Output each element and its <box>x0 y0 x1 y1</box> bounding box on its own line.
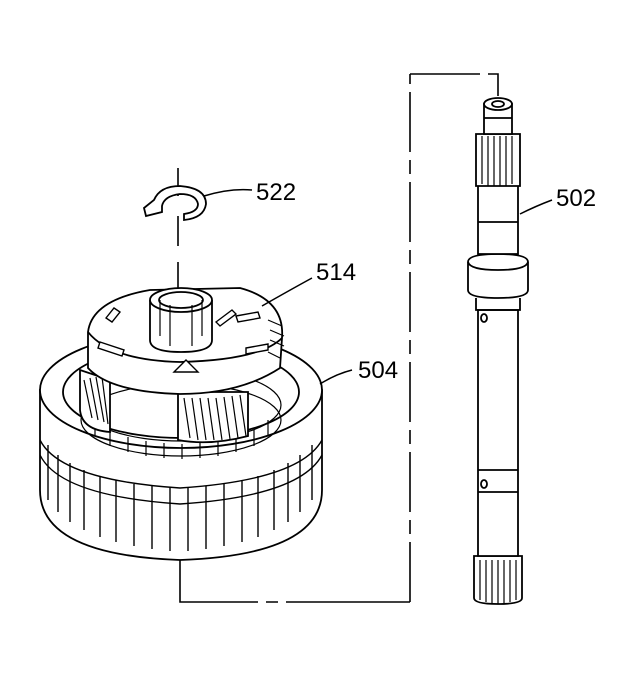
leader-504 <box>319 369 353 385</box>
leader-lines <box>203 188 553 385</box>
carrier-slots <box>97 307 269 373</box>
carrier-rim-teeth <box>267 319 285 359</box>
callout-504: 504 <box>358 357 398 384</box>
callout-514: 514 <box>316 259 356 286</box>
snap-ring-522 <box>142 185 207 221</box>
drum-splines <box>39 439 323 551</box>
leader-522 <box>203 188 253 197</box>
callout-522: 522 <box>256 179 296 206</box>
leader-502 <box>519 199 553 215</box>
planet-gear-teeth <box>83 376 247 441</box>
leader-514 <box>261 277 313 307</box>
planetary-carrier-514 <box>79 287 285 444</box>
callout-502: 502 <box>556 185 596 212</box>
input-shaft-502 <box>467 97 529 605</box>
